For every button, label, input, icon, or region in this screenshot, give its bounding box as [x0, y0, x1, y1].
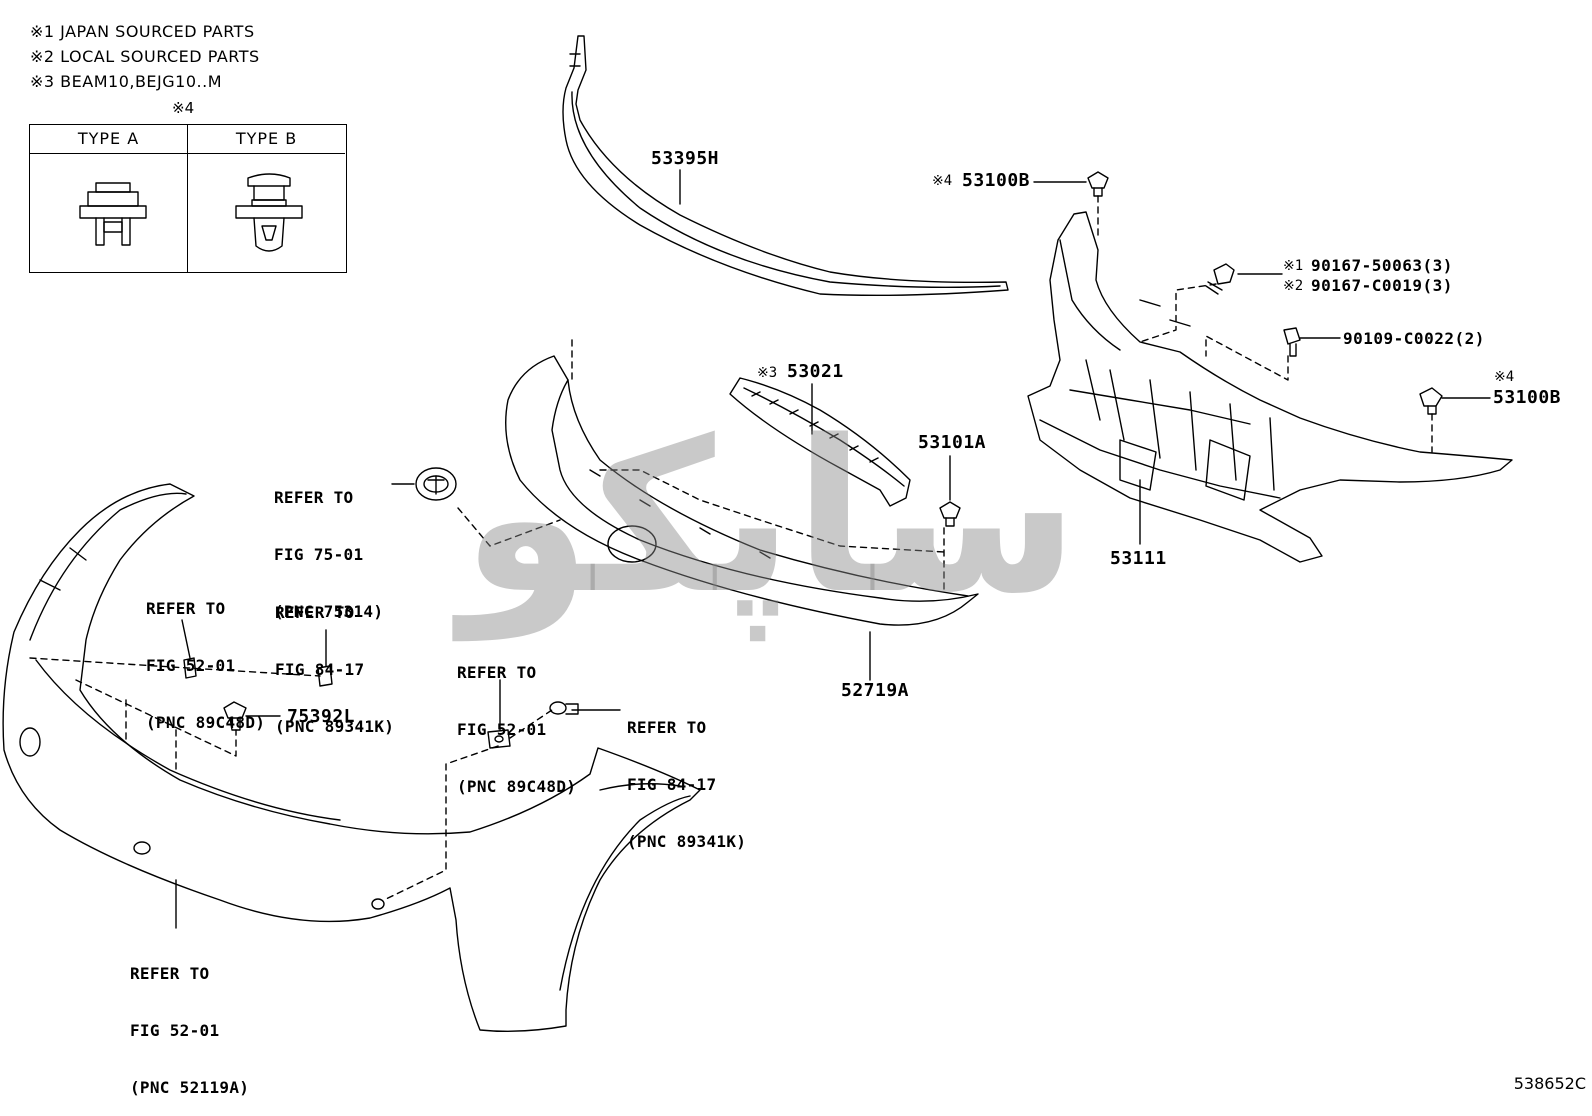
- callout-90167-c0019-mark: ※2: [1283, 278, 1304, 294]
- ref-left-clip-line1: REFER TO: [146, 599, 226, 618]
- bumper-cover: [2, 483, 701, 1033]
- ref-mid-clip-line2: FIG 52-01: [457, 720, 547, 739]
- callout-53395h[interactable]: 53395H: [651, 148, 720, 169]
- ref-mid-clip-line1: REFER TO: [457, 663, 537, 682]
- callout-52719a[interactable]: 52719A: [841, 680, 910, 701]
- diagram-id: 538652C: [1513, 1074, 1586, 1093]
- legend-col-type-b: TYPE B: [188, 125, 345, 272]
- grille-insert-53021: [729, 377, 911, 507]
- callout-53100b-right-mark: ※4: [1494, 369, 1515, 385]
- clip-type-a-icon: [79, 182, 147, 246]
- ref-left-sensor-line3: (PNC 89341K): [275, 717, 395, 736]
- grille-frame-52719a: [505, 355, 979, 626]
- ref-emblem-line1: REFER TO: [274, 488, 354, 507]
- callout-75392l[interactable]: 75392L: [287, 706, 356, 727]
- ref-mid-sensor[interactable]: REFER TO FIG 84-17 (PNC 89341K): [627, 680, 746, 870]
- ref-left-clip[interactable]: REFER TO FIG 52-01 (PNC 89C48D): [146, 561, 265, 751]
- ref-mid-sensor-line3: (PNC 89341K): [627, 832, 747, 851]
- ref-bumper[interactable]: REFER TO FIG 52-01 (PNC 52119A): [130, 926, 249, 1116]
- bracket-89c48d-left-icon: [183, 657, 197, 679]
- ref-left-sensor-line2: FIG 84-17: [275, 660, 365, 679]
- callout-90167-50063-mark: ※1: [1283, 258, 1304, 274]
- ref-emblem-line2: FIG 75-01: [274, 545, 364, 564]
- callout-53100b-top[interactable]: 53100B: [962, 170, 1031, 191]
- watermark: ساپکو: [452, 395, 1079, 642]
- note-beam: ※3 BEAM10,BEJG10..M: [30, 72, 222, 91]
- ref-left-clip-line3: (PNC 89C48D): [146, 713, 266, 732]
- ref-bumper-line1: REFER TO: [130, 964, 210, 983]
- dashed-leaders: [29, 195, 1433, 901]
- ref-bumper-line2: FIG 52-01: [130, 1021, 220, 1040]
- ref-mid-sensor-line1: REFER TO: [627, 718, 707, 737]
- ref-mid-sensor-line2: FIG 84-17: [627, 775, 717, 794]
- upper-molding-53395h: [562, 35, 1009, 297]
- callout-90109-c0022[interactable]: 90109-C0022(2): [1343, 329, 1485, 348]
- legend-marker: ※4: [172, 99, 195, 117]
- sensor-89341k-mid-icon: [549, 701, 579, 715]
- ref-mid-clip[interactable]: REFER TO FIG 52-01 (PNC 89C48D): [457, 625, 576, 815]
- bolt-90167-icon: [1205, 263, 1235, 295]
- leader-lines: [175, 169, 1491, 929]
- ref-left-clip-line2: FIG 52-01: [146, 656, 236, 675]
- callout-53100b-top-mark: ※4: [932, 173, 953, 189]
- clip-type-legend: TYPE A TYPE B: [29, 124, 347, 273]
- clip-type-b-icon: [235, 173, 303, 252]
- ref-mid-clip-line3: (PNC 89C48D): [457, 777, 577, 796]
- bracket-89c48d-mid-icon: [487, 729, 511, 749]
- callout-53021[interactable]: 53021: [787, 361, 844, 382]
- callout-90167-c0019[interactable]: 90167-C0019(3): [1311, 276, 1453, 295]
- note-japan-sourced: ※1 JAPAN SOURCED PARTS: [30, 22, 255, 41]
- note-local-sourced: ※2 LOCAL SOURCED PARTS: [30, 47, 260, 66]
- callout-53101a[interactable]: 53101A: [918, 432, 987, 453]
- callout-53111[interactable]: 53111: [1110, 548, 1167, 569]
- callout-53100b-right[interactable]: 53100B: [1493, 387, 1562, 408]
- legend-type-b-label: TYPE B: [188, 125, 345, 154]
- bolt-90109-icon: [1283, 327, 1301, 357]
- legend-type-a-label: TYPE A: [30, 125, 187, 154]
- callout-90167-50063[interactable]: 90167-50063(3): [1311, 256, 1453, 275]
- ref-bumper-line3: (PNC 52119A): [130, 1078, 250, 1097]
- callout-53021-mark: ※3: [757, 365, 778, 381]
- clip-53100b-top-icon: [1087, 171, 1109, 197]
- ref-left-sensor[interactable]: REFER TO FIG 84-17 (PNC 89341K): [275, 565, 394, 755]
- emblem-icon: [415, 467, 457, 501]
- ref-left-sensor-line1: REFER TO: [275, 603, 355, 622]
- clip-53101a-icon: [939, 501, 961, 527]
- legend-col-type-a: TYPE A: [30, 125, 188, 272]
- ref-emblem-line3: (PNC 75314): [274, 602, 384, 621]
- clip-53100b-right-icon: [1419, 387, 1443, 415]
- ref-emblem[interactable]: REFER TO FIG 75-01 (PNC 75314): [274, 450, 383, 640]
- radiator-support-53111: [1027, 211, 1513, 563]
